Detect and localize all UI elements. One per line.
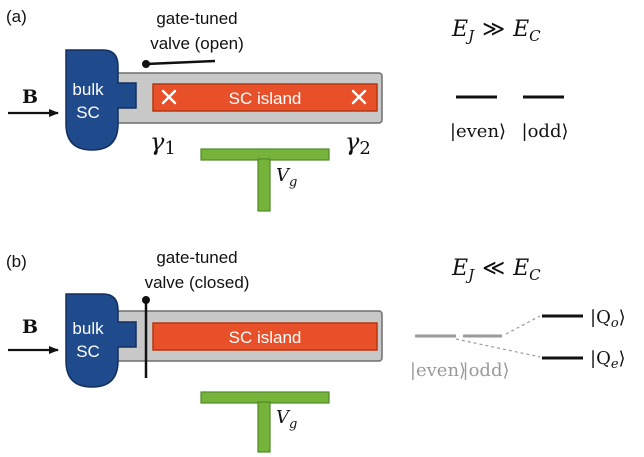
level-Qo-label: |Qo⟩	[590, 307, 626, 331]
level-odd-label: |odd⟩	[463, 360, 510, 381]
bulk-label-line1: bulk	[72, 80, 104, 99]
island-label: SC island	[229, 328, 302, 347]
panel-b-label: (b)	[6, 252, 27, 271]
valve-closed	[142, 296, 150, 378]
sc-island	[152, 322, 378, 351]
field-label: B	[22, 316, 38, 338]
gamma1-label: γ1	[150, 128, 176, 159]
gate-voltage-label: Vg	[276, 165, 297, 190]
valve-open	[142, 59, 216, 68]
panel-a-label: (a)	[6, 7, 27, 26]
majorana-left-icon	[161, 89, 177, 105]
valve-label-line1: gate-tuned	[156, 248, 237, 267]
field-label: B	[22, 86, 38, 108]
majorana-right-icon	[351, 89, 367, 105]
panel-b: (b) gate-tuned valve (closed) B bulk SC …	[6, 248, 626, 453]
connector-odd-to-Qo	[505, 315, 541, 335]
level-Qe-label: |Qe⟩	[590, 348, 626, 372]
gate-electrode	[200, 148, 330, 212]
valve-label-line1: gate-tuned	[156, 9, 237, 28]
valve-label-line2: valve (open)	[150, 34, 244, 53]
level-odd-label: |odd⟩	[522, 121, 569, 142]
regime-a: EJ≫EC	[451, 17, 541, 45]
panel-a: (a) gate-tuned valve (open) B bulk SC SC…	[6, 7, 569, 212]
sc-island	[152, 83, 378, 112]
gamma2-label: γ2	[345, 128, 371, 159]
regime-b: EJ≪EC	[451, 256, 541, 284]
bulk-sc	[65, 49, 137, 151]
gate-electrode	[200, 391, 330, 453]
valve-label-line2: valve (closed)	[145, 273, 250, 292]
level-even-label: |even⟩	[450, 121, 506, 142]
connector-even-to-Qe	[455, 338, 541, 358]
bulk-label-line2: SC	[76, 342, 100, 361]
bulk-label-line1: bulk	[72, 319, 104, 338]
level-even-label: |even⟩	[410, 360, 466, 381]
bulk-label-line2: SC	[76, 103, 100, 122]
bulk-sc	[65, 293, 137, 388]
gate-voltage-label: Vg	[276, 407, 297, 432]
island-label: SC island	[229, 89, 302, 108]
